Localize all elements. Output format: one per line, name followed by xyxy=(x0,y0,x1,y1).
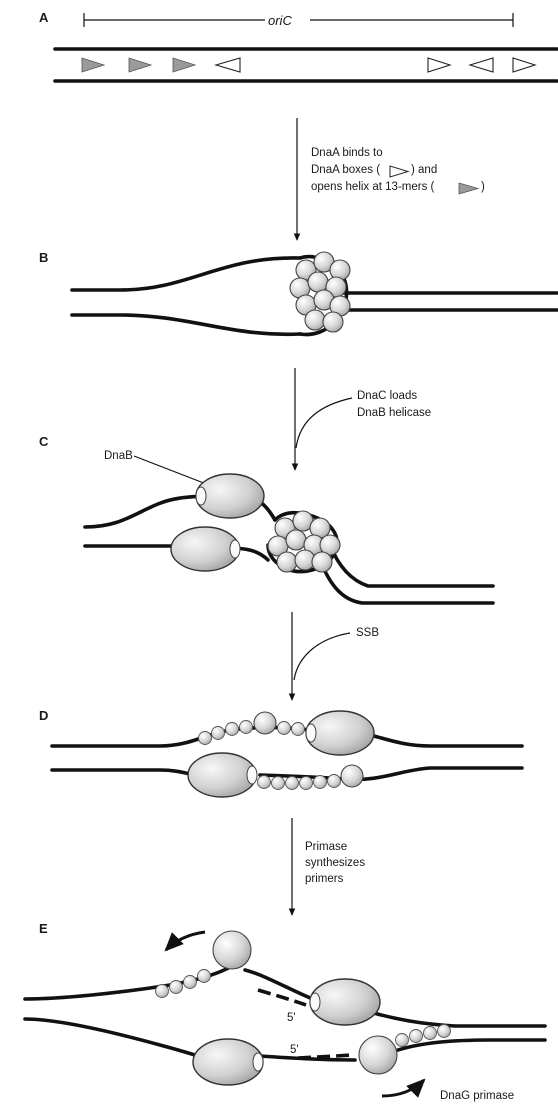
ssb-entry-curve xyxy=(294,633,350,680)
ssb-top-d xyxy=(199,712,305,745)
dnag-primase-top xyxy=(213,931,251,969)
panel-label-d: D xyxy=(39,708,48,723)
thirteen-mer-icon xyxy=(459,183,478,194)
dnaa-complex-c xyxy=(268,511,340,572)
step3-text: SSB xyxy=(356,627,379,639)
five-prime-top: 5' xyxy=(287,1012,296,1024)
step1-text-line2: DnaA boxes ( xyxy=(311,164,380,176)
oric-span-bracket xyxy=(84,13,513,27)
dnac-entry-curve xyxy=(296,398,352,448)
step1-text-line3b: ) xyxy=(481,181,485,193)
panel-label-a: A xyxy=(39,10,49,25)
dnab-helicase-bottom-d xyxy=(188,753,257,797)
oric-label: oriC xyxy=(268,13,292,28)
step2-text-line1: DnaC loads xyxy=(357,390,417,402)
thirteen-mer-boxes xyxy=(82,58,195,72)
rightward-movement-arrow xyxy=(382,1080,424,1096)
dnab-helicase-top-d xyxy=(306,711,374,755)
dnab-helicase-bottom-c xyxy=(171,527,240,571)
step1-text-line3: opens helix at 13-mers ( xyxy=(311,181,435,193)
replication-bubble-e xyxy=(25,966,545,1060)
primer-bottom xyxy=(298,1055,352,1058)
step4-text-line1: Primase xyxy=(305,841,347,853)
melted-duplex-d xyxy=(52,727,522,779)
dnab-helicase-top-c xyxy=(196,474,264,518)
panel-label-c: C xyxy=(39,434,49,449)
dnaa-complex-b xyxy=(290,252,350,332)
step2-text-line2: DnaB helicase xyxy=(357,407,431,419)
step4-text-line3: primers xyxy=(305,873,344,885)
dnag-primase-bottom xyxy=(359,1036,397,1074)
dnab-helicase-top-e xyxy=(310,979,380,1025)
leftward-movement-arrow xyxy=(166,932,205,950)
five-prime-bottom: 5' xyxy=(290,1044,299,1056)
dnag-primase-label: DnaG primase xyxy=(440,1090,514,1102)
step1-text-line1: DnaA binds to xyxy=(311,147,383,159)
panel-label-b: B xyxy=(39,250,48,265)
dnab-helicase-bottom-e xyxy=(193,1039,263,1085)
step1-text-line2b: ) and xyxy=(411,164,437,176)
dnab-label: DnaB xyxy=(104,450,133,462)
dnab-leader-line xyxy=(134,456,214,487)
step4-text-line2: synthesizes xyxy=(305,857,365,869)
panel-label-e: E xyxy=(39,921,48,936)
dnaa-box-icon xyxy=(390,166,408,177)
dnaa-boxes xyxy=(216,58,535,72)
